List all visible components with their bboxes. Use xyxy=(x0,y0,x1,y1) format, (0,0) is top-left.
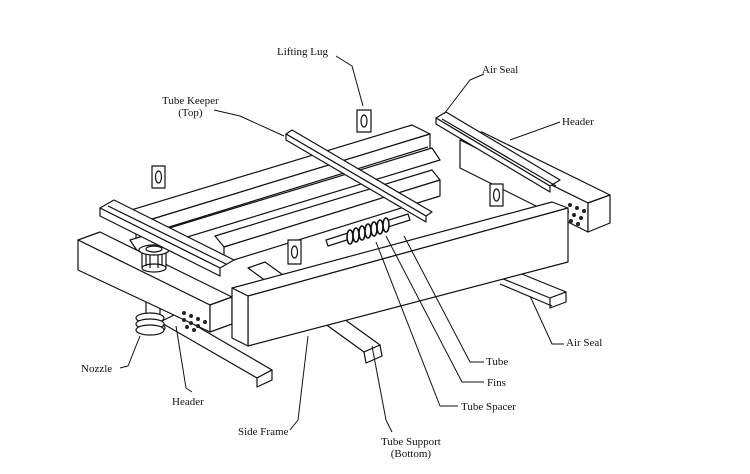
label-air-seal-bottom: Air Seal xyxy=(566,337,603,349)
label-nozzle: Nozzle xyxy=(81,363,113,375)
label-tube-keeper-line2: (Top) xyxy=(178,107,203,119)
left-air-seal xyxy=(99,199,235,277)
lifting-lug-2 xyxy=(151,165,166,189)
lifting-lug-3 xyxy=(489,183,504,207)
nozzle-top-flange xyxy=(138,244,170,273)
label-air-seal-top: Air Seal xyxy=(482,64,519,76)
air-seal-bottom-part xyxy=(495,269,567,309)
label-tube-support-line2: (Bottom) xyxy=(390,448,432,460)
lifting-lug-1 xyxy=(356,109,372,133)
label-header-right: Header xyxy=(562,116,594,128)
label-tube-support: Tube Support (Bottom) xyxy=(381,436,441,460)
label-header-left: Header xyxy=(172,396,204,408)
left-bottom-flange xyxy=(159,313,273,388)
front-side-frame xyxy=(231,201,569,347)
right-air-seal xyxy=(435,111,561,193)
label-lifting-lug: Lifting Lug xyxy=(277,46,329,58)
leader-lines xyxy=(119,55,564,433)
label-tube-keeper: Tube Keeper (Top) xyxy=(162,95,219,119)
label-tube-support-line1: Tube Support xyxy=(381,436,441,448)
left-header-tube-holes xyxy=(182,311,207,332)
label-fins: Fins xyxy=(487,377,506,389)
label-tube-keeper-line1: Tube Keeper xyxy=(162,95,219,107)
label-tube-spacer: Tube Spacer xyxy=(461,401,516,413)
finned-tube xyxy=(325,213,411,247)
lifting-lug-4 xyxy=(287,239,302,265)
nozzle-part xyxy=(135,291,166,336)
lifting-lugs xyxy=(151,109,504,265)
tube-fins xyxy=(346,217,390,245)
label-tube: Tube xyxy=(486,356,509,368)
label-side-frame: Side Frame xyxy=(238,426,289,438)
tube-keeper-bar xyxy=(285,129,433,223)
